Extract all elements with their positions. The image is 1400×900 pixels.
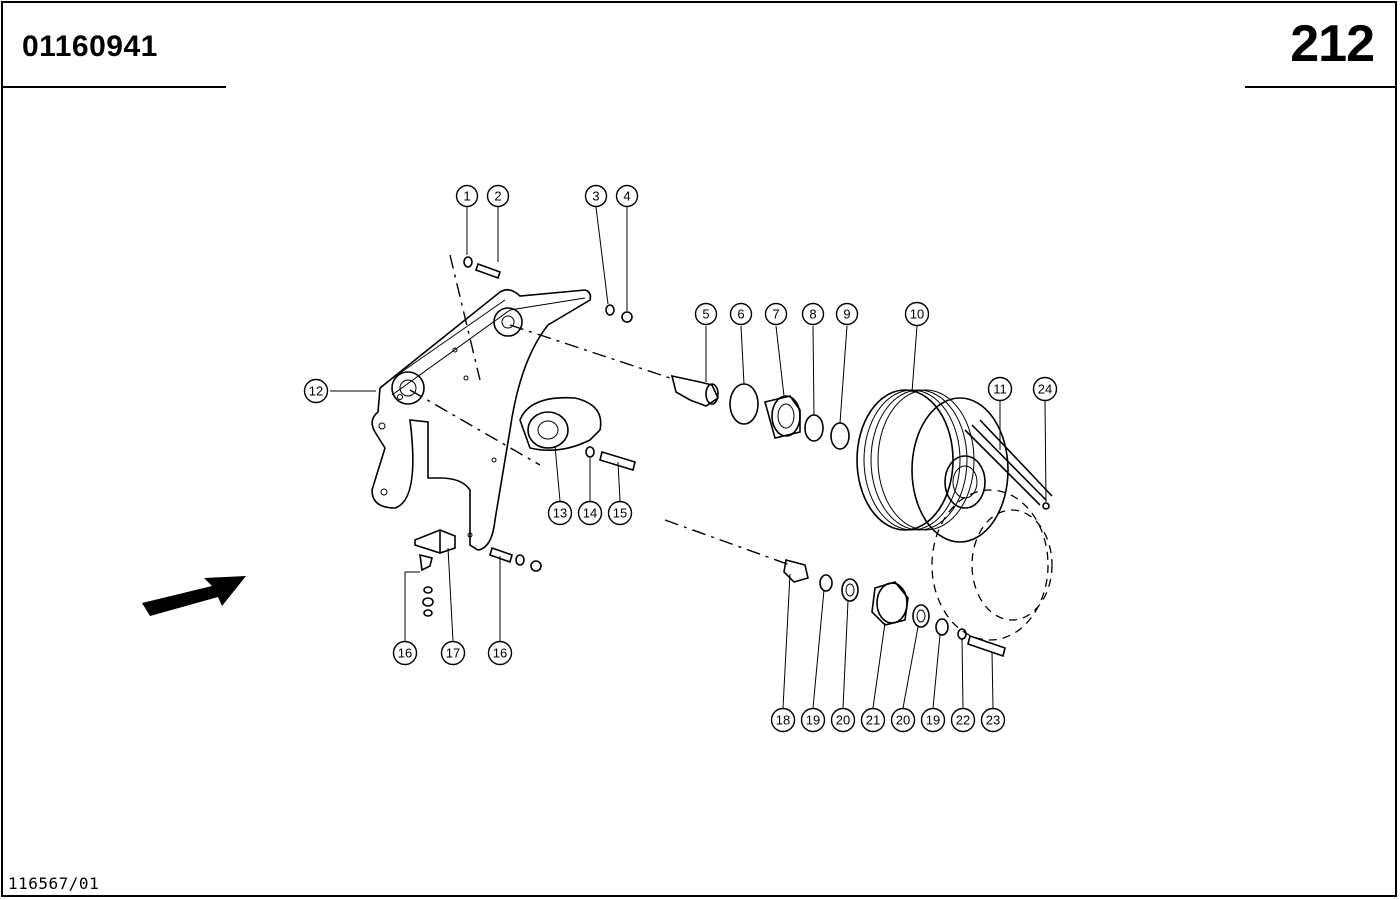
callout-5: 5: [694, 302, 718, 326]
callout-11: 11: [987, 376, 1013, 402]
callout-15: 15: [607, 500, 633, 526]
page-number: 212: [1290, 15, 1375, 73]
angle-bracket: [414, 529, 456, 554]
callout-20-right: 20: [890, 707, 916, 733]
svg-text:7: 7: [772, 307, 779, 322]
leader-lines: [330, 206, 1047, 709]
part-number: 01160941: [22, 30, 158, 63]
shaft-stud: [670, 374, 720, 407]
assembly-axis-lines: [409, 254, 791, 566]
svg-text:9: 9: [843, 307, 850, 322]
svg-text:12: 12: [309, 384, 323, 399]
svg-text:1: 1: [463, 189, 470, 204]
svg-text:24: 24: [1038, 382, 1052, 397]
tensioner-pulley: [519, 396, 602, 451]
callout-2: 2: [486, 184, 510, 208]
phantom-wheel: [931, 489, 1053, 641]
svg-text:13: 13: [553, 506, 567, 521]
callout-23: 23: [980, 707, 1006, 733]
svg-text:22: 22: [956, 713, 970, 728]
mounting-bracket: [371, 288, 592, 551]
svg-text:10: 10: [910, 307, 924, 322]
callout-20-left: 20: [830, 707, 856, 733]
svg-text:19: 19: [806, 713, 820, 728]
svg-text:16: 16: [493, 646, 507, 661]
svg-text:2: 2: [494, 189, 501, 204]
svg-text:21: 21: [866, 713, 880, 728]
svg-text:19: 19: [926, 713, 940, 728]
svg-text:18: 18: [776, 713, 790, 728]
callout-24: 24: [1032, 376, 1058, 402]
callout-6: 6: [729, 302, 753, 326]
callout-21: 21: [860, 707, 886, 733]
svg-text:17: 17: [446, 646, 460, 661]
svg-text:20: 20: [896, 713, 910, 728]
callout-16-right: 16: [487, 640, 513, 666]
svg-text:4: 4: [623, 189, 630, 204]
bearing-set: [729, 383, 850, 450]
callout-8: 8: [801, 302, 825, 326]
svg-text:5: 5: [702, 307, 709, 322]
callout-14: 14: [577, 500, 603, 526]
arrow-icon: [142, 576, 246, 616]
callout-7: 7: [764, 302, 788, 326]
callout-18: 18: [770, 707, 796, 733]
svg-text:8: 8: [809, 307, 816, 322]
callout-1: 1: [455, 184, 479, 208]
callout-17: 17: [440, 640, 466, 666]
callout-19-left: 19: [800, 707, 826, 733]
callout-16-left: 16: [392, 640, 418, 666]
callout-10: 10: [904, 301, 930, 327]
callout-19-right: 19: [920, 707, 946, 733]
main-pulley: [856, 389, 1009, 543]
svg-text:14: 14: [583, 506, 597, 521]
header-rule-left: [2, 86, 226, 88]
svg-text:6: 6: [737, 307, 744, 322]
callout-3: 3: [584, 184, 608, 208]
document-reference: 116567/01: [8, 874, 100, 893]
svg-text:20: 20: [836, 713, 850, 728]
callout-22: 22: [950, 707, 976, 733]
svg-text:15: 15: [613, 506, 627, 521]
drive-belt: [964, 419, 1053, 506]
header-rule-right: [1245, 86, 1396, 88]
callout-12: 12: [303, 378, 329, 404]
svg-text:3: 3: [592, 189, 599, 204]
idler-shaft-parts: [783, 559, 930, 628]
svg-text:16: 16: [398, 646, 412, 661]
svg-text:11: 11: [993, 382, 1007, 397]
fastener-parts: [419, 256, 1050, 658]
callout-13: 13: [547, 500, 573, 526]
callout-9: 9: [835, 302, 859, 326]
svg-text:23: 23: [986, 713, 1000, 728]
callout-4: 4: [615, 184, 639, 208]
